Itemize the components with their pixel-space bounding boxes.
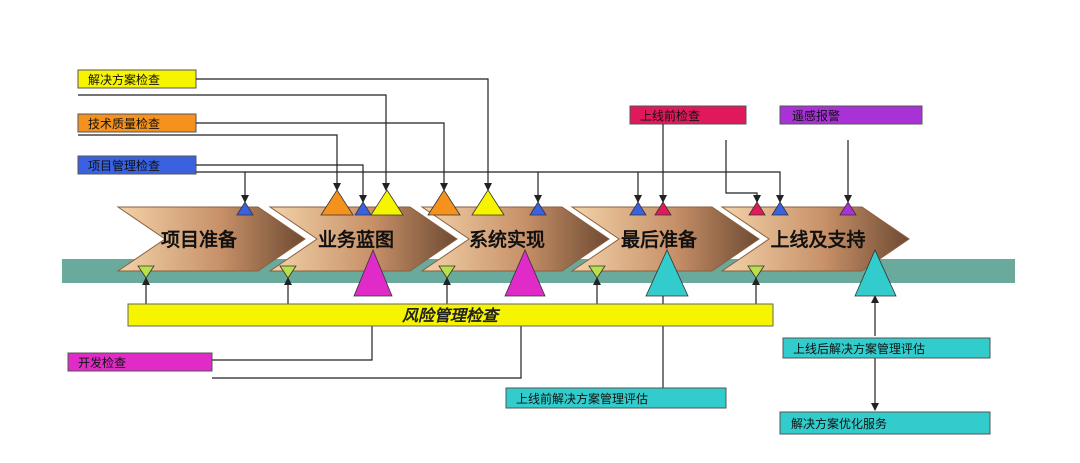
dev-check-label: 开发检查 [78,355,126,370]
crimson-triangle-2 [748,201,766,216]
connector-lines [78,78,879,411]
phase-chevrons [116,206,910,272]
green-triangle-2 [279,265,297,279]
prelaunch-eval-label: 上线前解决方案管理评估 [516,391,648,406]
orange-triangle-2 [427,189,461,216]
teal-large-triangle-2 [854,249,897,297]
yellow-triangle-2 [471,189,505,216]
green-triangle-5 [747,265,765,279]
phase-label-5: 上线及支持 [770,228,865,251]
phase-chevron-5 [720,206,910,272]
project-mgmt-check-label: 项目管理检查 [88,158,160,173]
green-triangle-4 [588,265,606,279]
optimization-box [779,411,991,435]
prelaunch-check-box [629,105,747,125]
bottom-green-triangles [137,265,765,279]
blue-triangle-1 [236,201,254,216]
risk-management-bar [127,303,774,327]
risk-management-label: 风险管理检查 [402,307,501,325]
postlaunch-eval-label: 上线后解决方案管理评估 [793,341,925,356]
phase-chevron-3 [420,206,610,272]
solution-check-label: 解决方案检查 [88,72,160,87]
large-triangles [353,248,897,297]
phase-chevron-1 [116,206,306,272]
magenta-large-triangle-1 [353,248,393,297]
purple-triangle-1 [839,201,857,216]
green-triangle-1 [137,265,155,279]
optimization-label: 解决方案优化服务 [791,416,887,431]
orange-triangle-1 [320,189,354,216]
magenta-large-triangle-2 [504,248,546,297]
purple-label-box [779,105,923,125]
postlaunch-eval-box [782,337,991,359]
blue-triangle-4 [629,201,647,216]
green-triangle-3 [438,265,456,279]
crimson-triangle-1 [654,201,672,216]
dev-check-box [67,352,213,372]
phase-label-1: 项目准备 [161,228,238,251]
prelaunch-check-label: 上线前检查 [640,108,700,123]
yellow-triangle-1 [370,189,404,216]
phase-chevron-2 [268,206,458,272]
top-triangles [236,189,857,216]
phase-label-2: 业务蓝图 [318,228,394,251]
blue-triangle-3 [529,201,547,216]
purple-label: 遥感报警 [792,108,840,123]
phase-label-3: 系统实现 [469,228,545,251]
prelaunch-eval-box [505,387,727,409]
blue-triangle-5 [771,201,789,216]
phase-label-4: 最后准备 [621,228,698,251]
blue-triangle-2 [354,201,372,216]
teal-large-triangle-1 [645,249,689,297]
tech-quality-check-label: 技术质量检查 [88,116,160,131]
phase-chevron-4 [570,206,760,272]
